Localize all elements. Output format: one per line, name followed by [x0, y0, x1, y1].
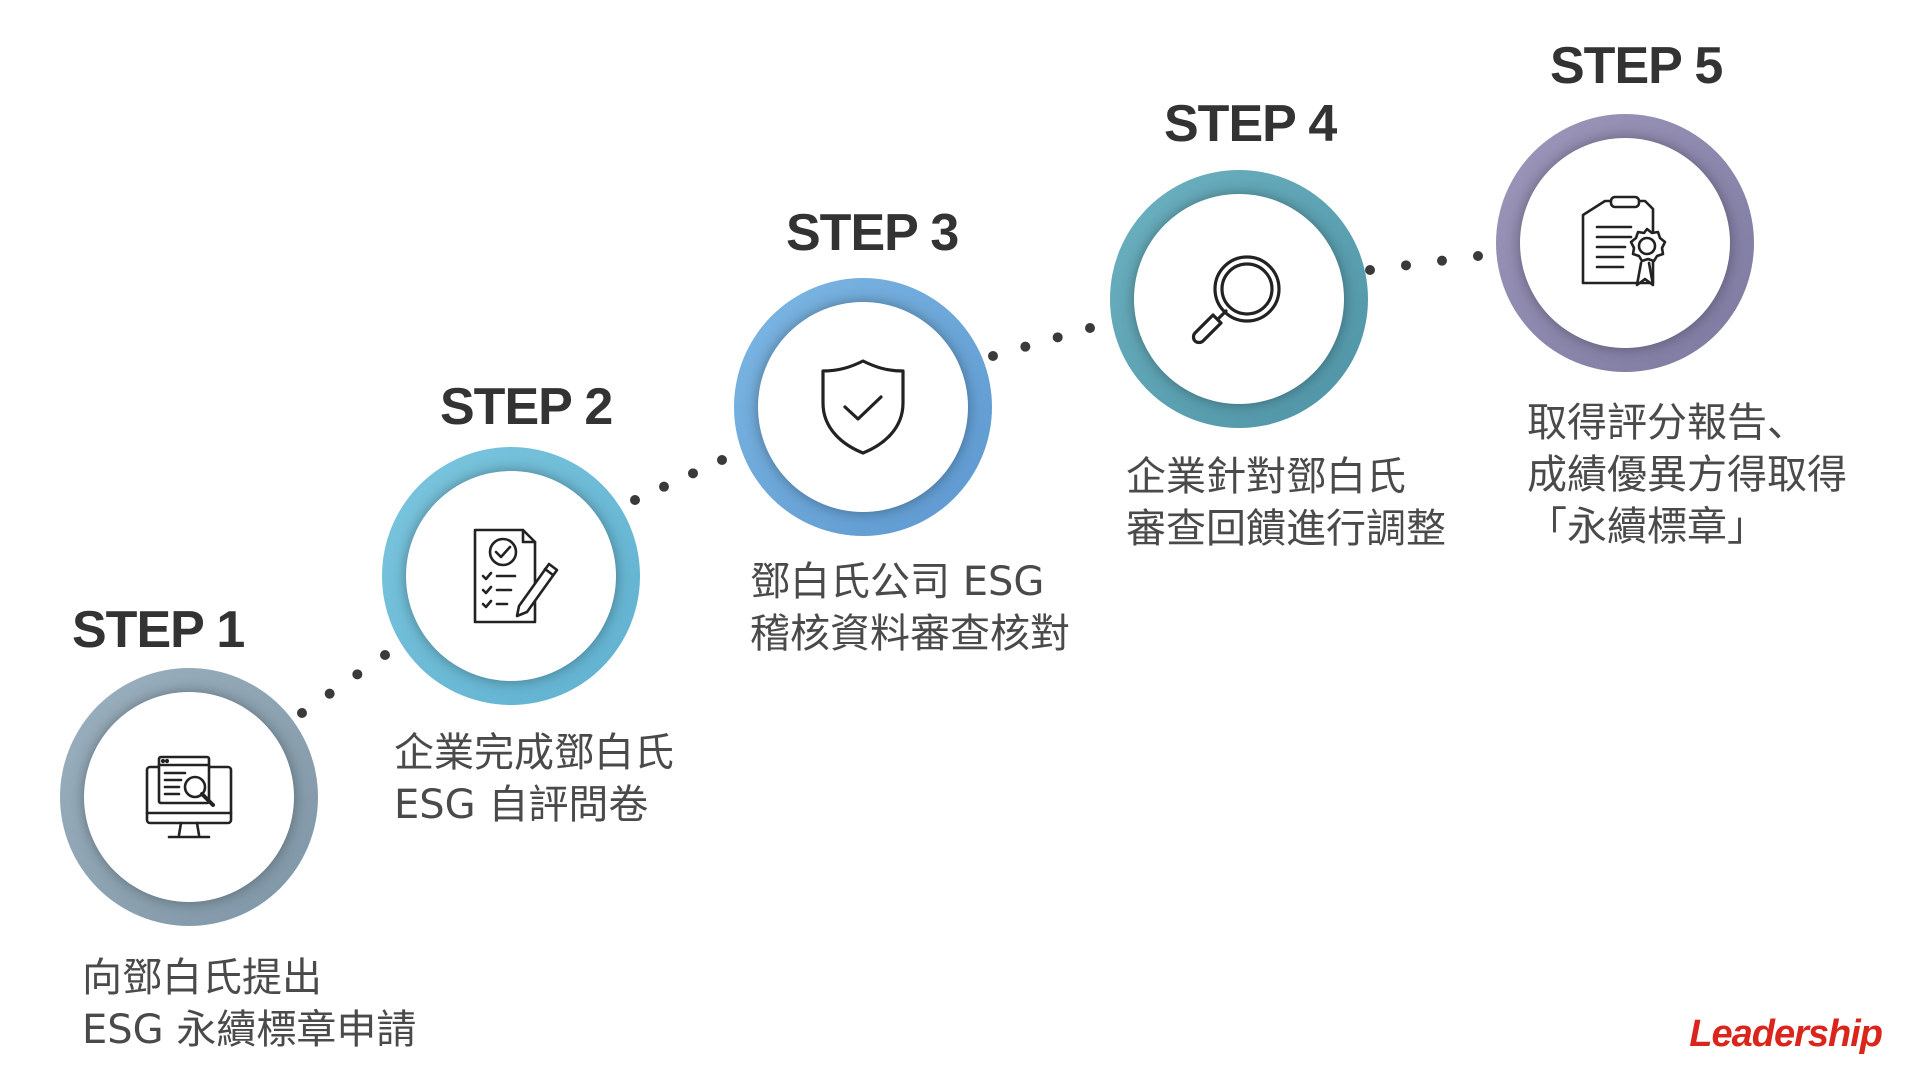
- step-1-title: STEP 1: [72, 601, 245, 659]
- step-5-line-2: 成績優異方得取得: [1527, 452, 1847, 498]
- connector-dot: [297, 708, 307, 718]
- connector-dot: [380, 650, 390, 660]
- step-5-line-3: 「永續標章」: [1527, 504, 1767, 550]
- step-2-ring: [382, 447, 640, 705]
- step-1-line-1: 向鄧白氏提出: [82, 955, 322, 1001]
- step-5-title: STEP 5: [1550, 37, 1723, 95]
- step-3-line-1: 鄧白氏公司 ESG: [750, 559, 1045, 605]
- connector-dot: [352, 669, 363, 680]
- step-5-description: 取得評分報告、 成績優異方得取得 「永續標章」: [1527, 397, 1847, 553]
- step-1-line-2: ESG 永續標章申請: [82, 1007, 417, 1053]
- step-4-title: STEP 4: [1164, 95, 1337, 153]
- step-3-description: 鄧白氏公司 ESG 稽核資料審查核對: [750, 556, 1070, 660]
- step-3-line-2: 稽核資料審查核對: [750, 611, 1070, 657]
- step-4-line-1: 企業針對鄧白氏: [1126, 454, 1406, 500]
- connector-dot: [1401, 260, 1411, 271]
- connector-dot: [1085, 323, 1095, 333]
- connector-dot: [988, 351, 998, 361]
- step-2-description: 企業完成鄧白氏 ESG 自評問卷: [394, 727, 674, 831]
- connector-dot: [1052, 332, 1063, 343]
- step-2-line-2: ESG 自評問卷: [394, 782, 649, 828]
- connector-dot: [630, 495, 640, 505]
- connector-dot: [659, 481, 669, 492]
- connector-dot: [717, 455, 727, 465]
- leadership-logo: Leadership: [1689, 1013, 1883, 1055]
- checklist-pencil-icon: [473, 528, 559, 624]
- step-3-title: STEP 3: [786, 204, 959, 262]
- connector-dot: [1473, 251, 1483, 261]
- step-5-line-1: 取得評分報告、: [1527, 400, 1807, 446]
- magnifier-icon: [1191, 255, 1281, 345]
- monitor-search-icon: [145, 755, 233, 839]
- step-2-title: STEP 2: [440, 378, 613, 436]
- connector-dot: [1365, 265, 1375, 275]
- step-1-description: 向鄧白氏提出 ESG 永續標章申請: [82, 952, 416, 1056]
- certificate-icon: [1581, 195, 1667, 287]
- connector-dot: [1020, 341, 1031, 352]
- step-1-ring: [60, 668, 318, 926]
- shield-check-icon: [821, 359, 905, 455]
- connector-dot: [324, 688, 335, 699]
- step-3-ring: [734, 278, 992, 536]
- step-4-ring: [1110, 170, 1368, 428]
- step-4-line-2: 審查回饋進行調整: [1126, 506, 1446, 552]
- step-4-description: 企業針對鄧白氏 審查回饋進行調整: [1126, 451, 1446, 555]
- connector-dot: [688, 468, 698, 479]
- connector-dot: [1437, 255, 1447, 266]
- step-2-line-1: 企業完成鄧白氏: [394, 730, 674, 776]
- step-5-ring: [1496, 114, 1754, 372]
